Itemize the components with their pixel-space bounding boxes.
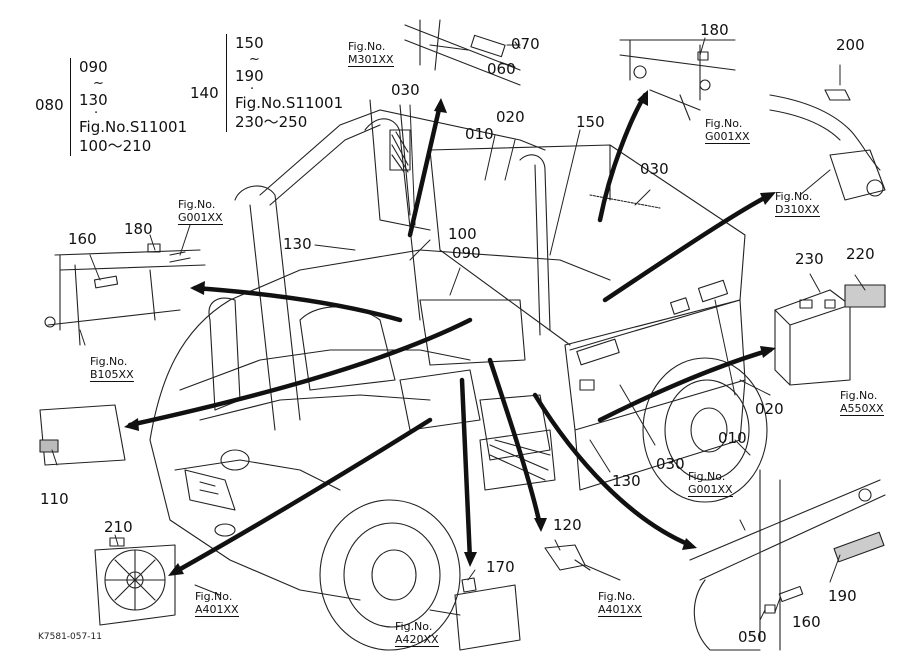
figref-code: M301XX — [348, 53, 394, 67]
figref-prefix: Fig.No. — [395, 620, 433, 633]
figref-code: G001XX — [705, 130, 750, 144]
callout-frame-g001-top — [619, 39, 736, 121]
figref-code: A401XX — [195, 603, 239, 617]
group-140-item: · — [250, 82, 255, 97]
group-080-list: 090 ~ 130 · Fig.No.S11001 100～210 — [70, 58, 187, 156]
part-label-070: 070 — [511, 35, 540, 53]
figref-prefix: Fig.No. — [195, 590, 233, 603]
part-label-020-top: 020 — [496, 108, 525, 126]
group-080-item: Fig.No.S11001 — [79, 118, 188, 136]
figref-b105[interactable]: Fig.No. B105XX — [90, 355, 134, 382]
figref-a401-left[interactable]: Fig.No. A401XX — [195, 590, 239, 617]
part-label-050: 050 — [738, 628, 767, 646]
callout-battery — [774, 284, 886, 386]
figref-code: G001XX — [178, 211, 223, 225]
part-label-160-right: 160 — [792, 613, 821, 631]
callout-frame-g001-right — [689, 469, 886, 651]
part-label-230: 230 — [795, 250, 824, 268]
part-label-180-top: 180 — [700, 21, 729, 39]
drawing-code: K7581-057-11 — [38, 632, 102, 642]
callout-panel-170 — [454, 577, 521, 651]
group-label-080: 080 — [35, 96, 64, 114]
figref-prefix: Fig.No. — [90, 355, 128, 368]
part-label-030-top: 030 — [391, 81, 420, 99]
group-140-item: 150 — [235, 34, 264, 52]
part-label-090: 090 — [452, 244, 481, 262]
figref-prefix: Fig.No. — [775, 190, 813, 203]
figref-prefix: Fig.No. — [348, 40, 386, 53]
figref-prefix: Fig.No. — [688, 470, 726, 483]
part-label-030-bed: 030 — [640, 160, 669, 178]
part-label-060: 060 — [487, 60, 516, 78]
group-080-item: 130 — [79, 91, 108, 109]
callout-intake-d310 — [769, 89, 886, 201]
figref-d310[interactable]: Fig.No. D310XX — [775, 190, 820, 217]
figref-a401-mid[interactable]: Fig.No. A401XX — [598, 590, 642, 617]
figref-a550[interactable]: Fig.No. A550XX — [840, 389, 884, 416]
figref-a420[interactable]: Fig.No. A420XX — [395, 620, 439, 647]
group-label-140: 140 — [190, 84, 219, 102]
pointer-arrows — [127, 92, 773, 575]
figref-prefix: Fig.No. — [598, 590, 636, 603]
figref-g001-left[interactable]: Fig.No. G001XX — [178, 198, 223, 225]
part-label-170: 170 — [486, 558, 515, 576]
part-label-130-top: 130 — [283, 235, 312, 253]
figref-code: A550XX — [840, 402, 884, 416]
group-140-item: 230～250 — [235, 113, 308, 131]
part-label-100: 100 — [448, 225, 477, 243]
callout-frame-left — [44, 243, 206, 346]
group-140-item: Fig.No.S11001 — [235, 94, 344, 112]
figref-prefix: Fig.No. — [840, 389, 878, 402]
part-label-160-left: 160 — [68, 230, 97, 248]
figref-g001-top[interactable]: Fig.No. G001XX — [705, 117, 750, 144]
figref-code: A420XX — [395, 633, 439, 647]
figref-m301[interactable]: Fig.No. M301XX — [348, 40, 394, 67]
figref-code: A401XX — [598, 603, 642, 617]
part-label-200: 200 — [836, 36, 865, 54]
group-140-list: 150 ~ 190 · Fig.No.S11001 230～250 — [226, 34, 343, 132]
figref-prefix: Fig.No. — [178, 198, 216, 211]
part-label-030-right: 030 — [656, 455, 685, 473]
part-label-020-right: 020 — [755, 400, 784, 418]
part-label-110: 110 — [40, 490, 69, 508]
callout-frame-m301 — [404, 19, 521, 86]
group-140-item: 190 — [235, 67, 264, 85]
figref-code: D310XX — [775, 203, 820, 217]
figref-g001-right[interactable]: Fig.No. G001XX — [688, 470, 733, 497]
figref-code: G001XX — [688, 483, 733, 497]
part-label-220: 220 — [846, 245, 875, 263]
group-080-item: · — [94, 106, 99, 121]
figref-code: B105XX — [90, 368, 134, 382]
group-080-item: ~ — [93, 76, 104, 91]
part-label-120: 120 — [553, 516, 582, 534]
arrow-heads — [124, 90, 776, 576]
vehicle-outline — [149, 99, 768, 651]
callout-bracket-120 — [544, 544, 591, 571]
part-label-150: 150 — [576, 113, 605, 131]
part-label-180-left: 180 — [124, 220, 153, 238]
part-label-010-right: 010 — [718, 429, 747, 447]
group-080-item: 100～210 — [79, 137, 152, 155]
part-label-010-top: 010 — [465, 125, 494, 143]
part-label-210: 210 — [104, 518, 133, 536]
figref-prefix: Fig.No. — [705, 117, 743, 130]
group-140-item: ~ — [249, 52, 260, 67]
part-label-130-right: 130 — [612, 472, 641, 490]
part-label-190: 190 — [828, 587, 857, 605]
group-080-item: 090 — [79, 58, 108, 76]
callout-fan-shroud — [94, 537, 176, 626]
callout-plate-110 — [39, 404, 126, 466]
